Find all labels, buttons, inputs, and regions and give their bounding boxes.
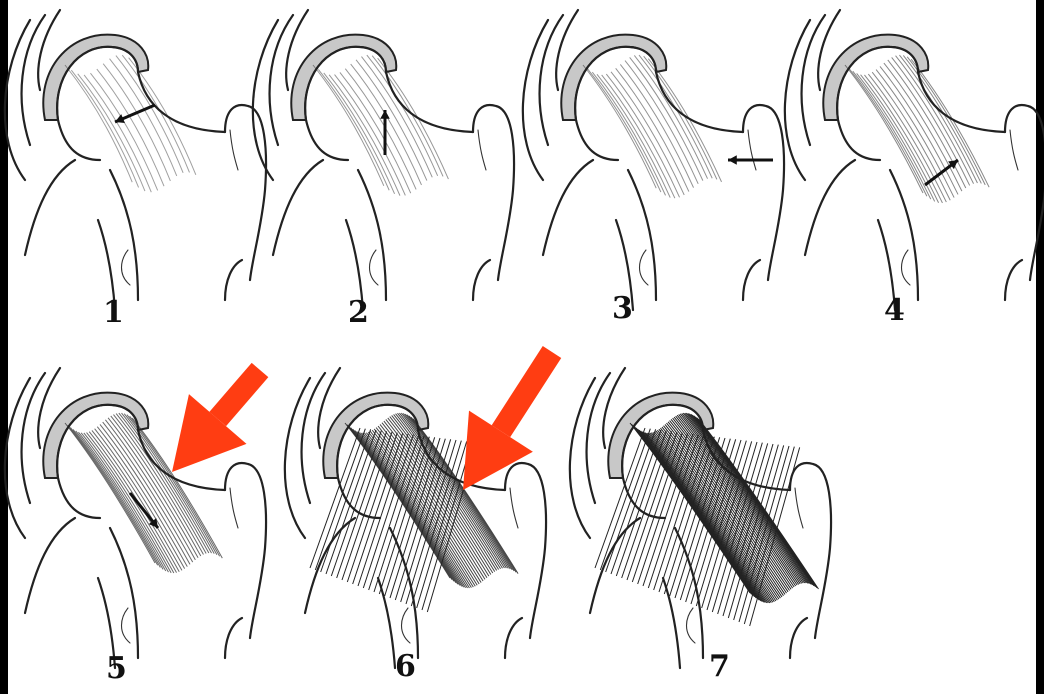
panel-label-5: 5 [106,651,127,686]
panel-label-7: 7 [709,649,730,684]
panel-label-6: 6 [395,649,416,684]
panel-label-3: 3 [612,291,633,326]
panel-label-4: 4 [884,293,905,328]
panel-label-1: 1 [103,295,124,330]
right-black-bar [1036,0,1044,694]
panel-label-2: 2 [348,295,369,330]
